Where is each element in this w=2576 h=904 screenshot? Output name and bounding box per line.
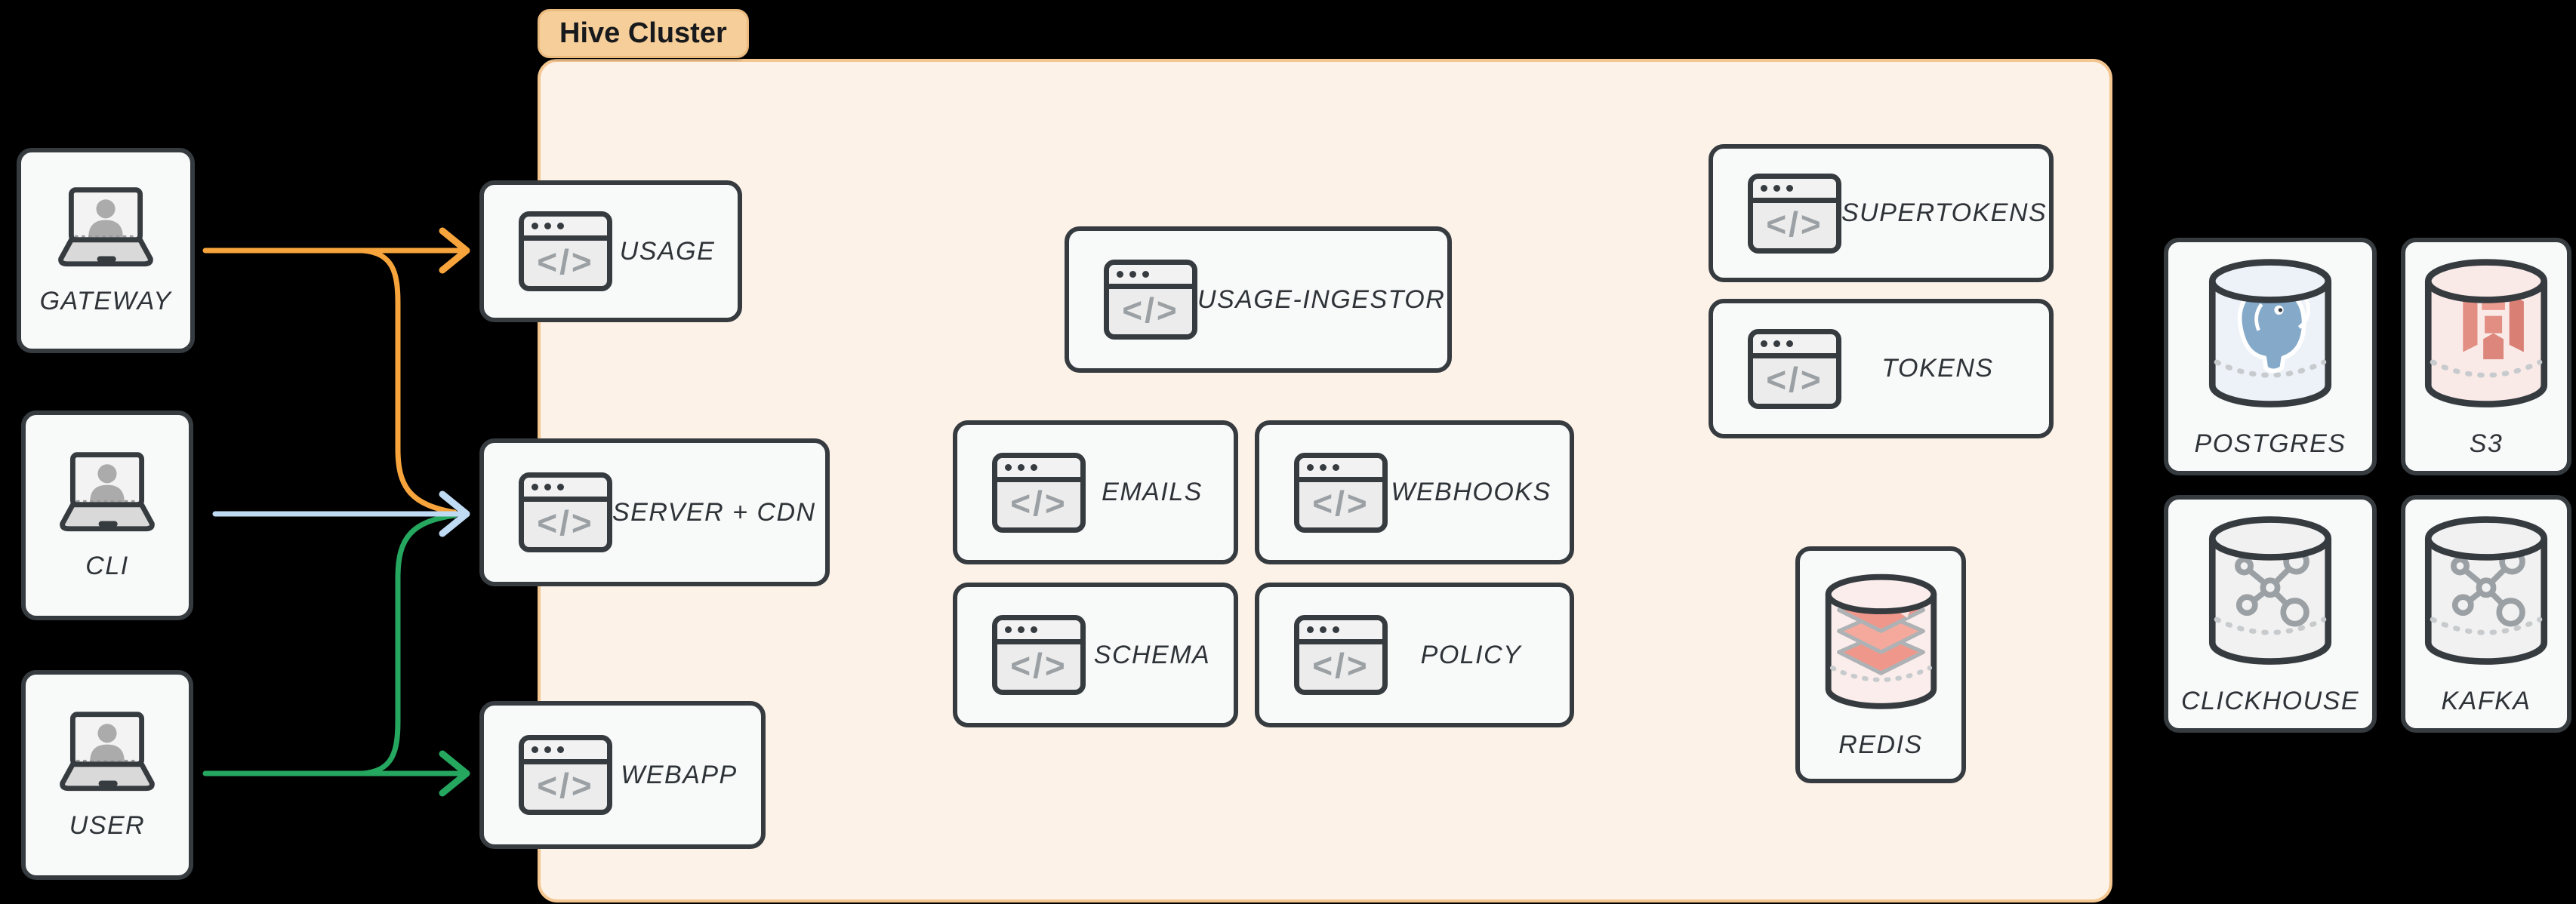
code-window-icon: </> [1748, 173, 1841, 254]
code-glyph: </> [1312, 483, 1370, 523]
service-label: WEBAPP [621, 760, 738, 789]
cluster-label-pill: Hive Cluster [538, 9, 749, 58]
laptop-user-icon [60, 451, 155, 531]
service-node-supertokens: </> SUPERTOKENS [1709, 144, 2054, 282]
code-window-icon: </> [519, 211, 612, 291]
code-window-icon: </> [1748, 328, 1841, 409]
code-glyph: </> [1122, 291, 1179, 330]
code-window-icon: </> [1104, 260, 1197, 340]
service-node-tokens: </> TOKENS [1709, 299, 2054, 438]
code-glyph: </> [537, 242, 594, 281]
client-label: CLI [85, 551, 129, 580]
edge-gateway-servercdn [359, 248, 458, 515]
client-node-user: USER [21, 670, 193, 880]
code-window-icon: </> [1294, 452, 1388, 533]
edge-arrowhead-webapp [439, 750, 470, 797]
database-node-postgres: POSTGRES [2164, 238, 2377, 475]
code-glyph: </> [1766, 204, 1823, 244]
service-label: SCHEMA [1093, 640, 1211, 669]
code-glyph: </> [1010, 646, 1068, 685]
service-node-policy: </> POLICY [1255, 583, 1574, 727]
code-glyph: </> [1766, 359, 1823, 399]
database-label: KAFKA [2441, 686, 2531, 715]
database-node-kafka: KAFKA [2401, 495, 2571, 733]
network-logo [2235, 548, 2309, 627]
code-glyph: </> [537, 766, 594, 805]
service-node-usage-ingestor: </> USAGE-INGESTOR [1065, 226, 1452, 373]
client-node-cli: CLI [21, 410, 193, 620]
service-node-usage: </> USAGE [479, 180, 742, 322]
service-node-emails: </> EMAILS [953, 420, 1238, 564]
edge-user-servercdn [359, 512, 458, 776]
code-glyph: </> [1312, 646, 1370, 685]
service-node-webapp: </> WEBAPP [479, 701, 766, 849]
database-node-clickhouse: CLICKHOUSE [2164, 495, 2377, 733]
service-node-webhooks: </> WEBHOOKS [1255, 420, 1574, 564]
database-node-s3: S3 [2401, 238, 2571, 475]
service-node-schema: </> SCHEMA [953, 583, 1238, 727]
client-label: USER [69, 810, 146, 840]
client-node-gateway: GATEWAY [17, 148, 195, 353]
postgres-database-icon [2208, 258, 2332, 407]
service-label: REDIS [1838, 730, 1923, 759]
service-label: WEBHOOKS [1391, 478, 1551, 506]
service-label: USAGE-INGESTOR [1197, 284, 1446, 314]
redis-database-icon [1825, 573, 1937, 709]
database-label: CLICKHOUSE [2180, 686, 2360, 715]
service-node-redis: REDIS [1795, 546, 1966, 783]
code-glyph: </> [537, 503, 594, 543]
edge-arrowhead-usage [439, 227, 470, 274]
laptop-user-icon [58, 186, 153, 266]
code-window-icon: </> [992, 615, 1086, 695]
database-label: S3 [2469, 429, 2504, 458]
service-label: USAGE [619, 236, 716, 266]
service-label: EMAILS [1102, 478, 1203, 506]
service-label: SERVER + CDN [612, 497, 816, 527]
service-label: TOKENS [1881, 354, 1994, 383]
edge-arrowhead-servercdn [439, 490, 470, 537]
client-label: GATEWAY [39, 286, 172, 315]
database-label: POSTGRES [2194, 429, 2346, 458]
laptop-user-icon [60, 711, 155, 791]
service-node-server-cdn: </> SERVER + CDN [479, 438, 830, 586]
code-window-icon: </> [519, 472, 612, 552]
code-window-icon: </> [1294, 615, 1388, 695]
service-label: SUPERTOKENS [1841, 198, 2048, 227]
code-window-icon: </> [519, 735, 612, 815]
network-database-icon [2424, 515, 2548, 665]
code-window-icon: </> [992, 452, 1086, 533]
code-glyph: </> [1010, 483, 1068, 523]
network-database-icon [2208, 515, 2332, 665]
service-label: POLICY [1420, 640, 1522, 669]
s3-database-icon [2424, 258, 2548, 407]
